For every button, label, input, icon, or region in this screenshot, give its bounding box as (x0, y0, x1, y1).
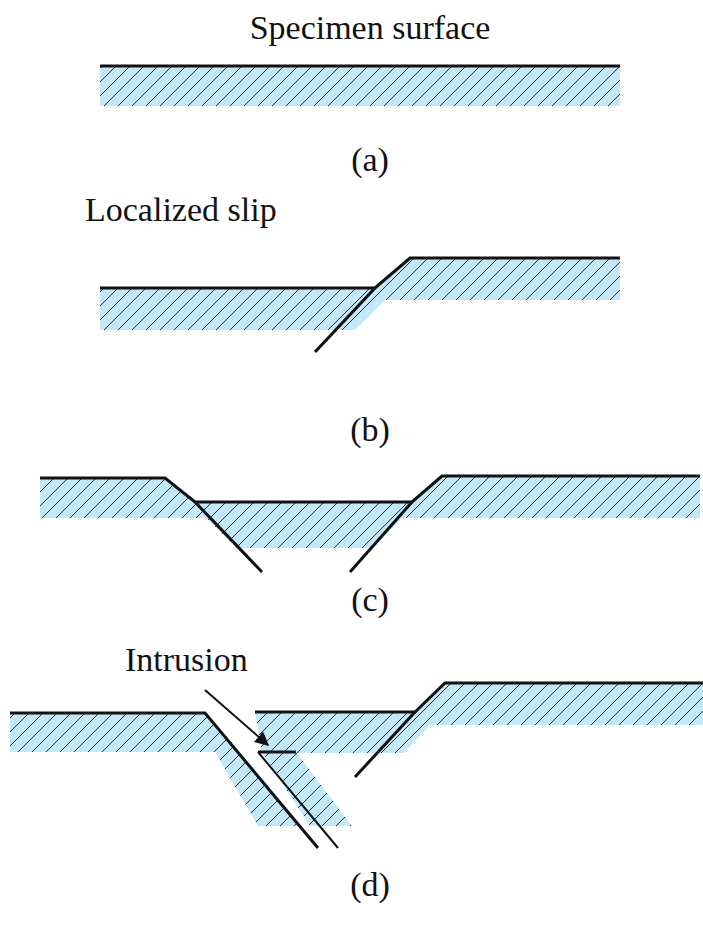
surface-label: Specimen surface (250, 8, 491, 47)
intrusion-label: Intrusion (125, 640, 248, 679)
leader-line (205, 690, 268, 745)
panel-label: (b) (350, 410, 390, 449)
panel-label: (d) (350, 865, 390, 904)
panel-label: (a) (351, 140, 389, 179)
panel-label: (c) (351, 580, 389, 619)
panel-b (100, 258, 620, 352)
panel-c (40, 476, 700, 572)
panel-d (10, 683, 703, 848)
panel-a (100, 66, 620, 106)
slip-label: Localized slip (85, 190, 277, 229)
